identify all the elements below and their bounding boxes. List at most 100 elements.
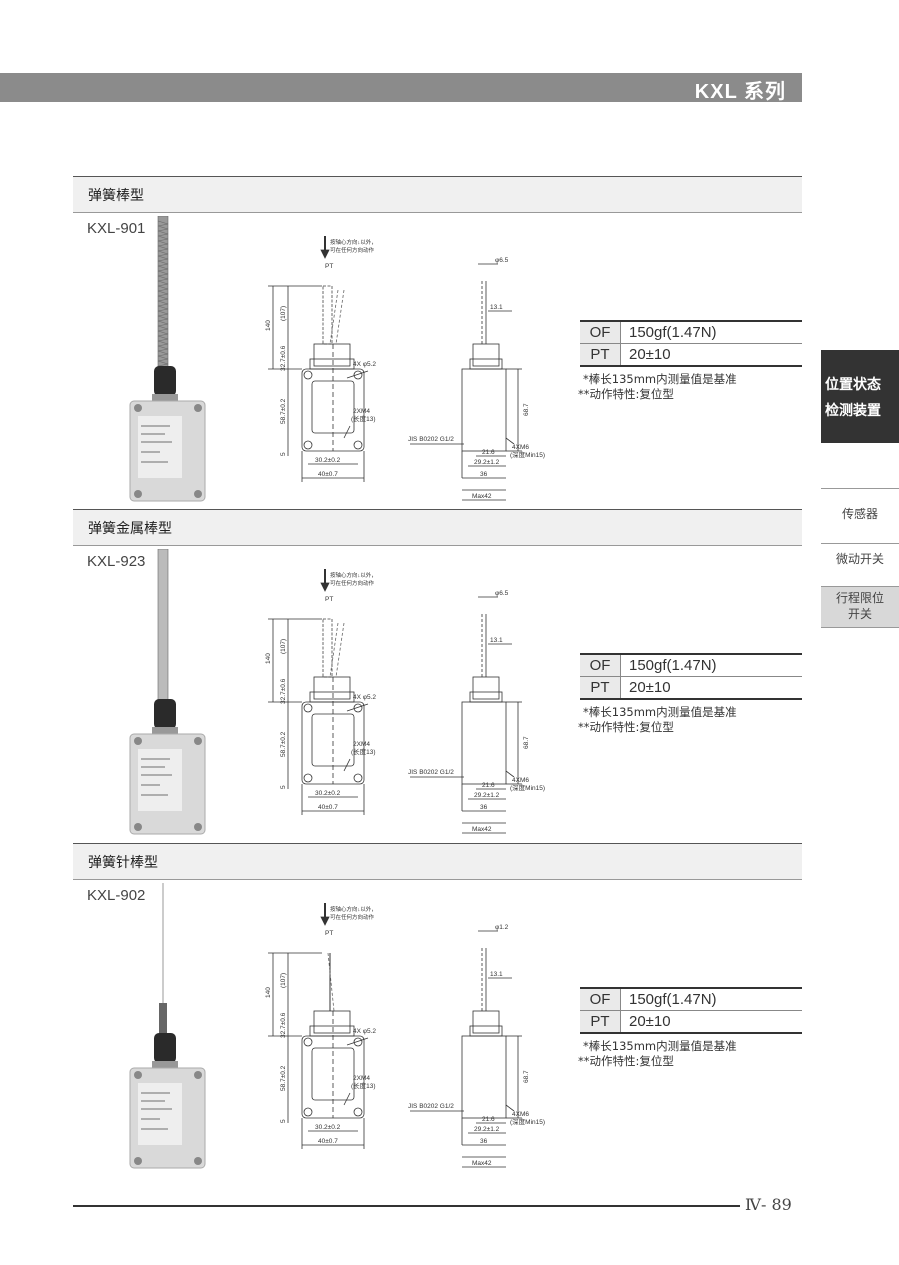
product-photo-wrapper — [110, 883, 220, 1177]
note-line: 按轴心方向↓以外， — [330, 905, 377, 913]
dimension-label: 5 — [280, 452, 287, 456]
dimension-label: 36 — [480, 804, 488, 811]
dimension-label: 30.2±0.2 — [315, 1124, 341, 1131]
note-line: 按轴心方向↓以外， — [330, 238, 377, 246]
spec-key: OF — [580, 988, 621, 1011]
dimension-label: JIS B0202 G1/2 — [408, 769, 454, 776]
dimension-drawing: 按轴心方向↓以外， 可在任何方向动作 PT 140 (107) 32.7±0.6… — [265, 903, 545, 1168]
section-header: 弹簧针棒型 — [73, 843, 802, 880]
side-tab-position-detection[interactable]: 位置状态 检测装置 — [821, 350, 899, 443]
actuator-cap — [154, 366, 176, 396]
note-line: 可在任何方向动作 — [330, 246, 375, 254]
dimension-label: 4XM6 — [512, 1111, 529, 1118]
side-tab-label: 行程限位开关 — [835, 591, 884, 621]
dimension-label: Max42 — [472, 1160, 492, 1167]
spec-value: 20±10 — [629, 679, 671, 696]
side-tab-micro-switch[interactable]: 微动开关 — [835, 552, 884, 566]
spec-notes: *棒长135mm内测量值是基准 **动作特性:复位型 — [578, 372, 737, 402]
dimension-label: (长度13) — [351, 1081, 376, 1090]
spec-value: 20±10 — [629, 346, 671, 363]
product-photo-wrapper — [110, 548, 220, 843]
actuator-rod — [157, 548, 169, 705]
dimension-drawing: 按轴心方向↓以外， 可在任何方向动作 PT 140 (107) 32.7±0.6… — [265, 569, 545, 834]
section-header: 弹簧棒型 — [73, 176, 802, 213]
dimension-label: Max42 — [472, 826, 492, 833]
dimension-label: (深度Min15) — [510, 783, 545, 792]
spec-key: OF — [580, 654, 621, 677]
dimension-labels: 按轴心方向↓以外， 可在任何方向动作 PT 140 (107) 32.7±0.6… — [265, 238, 545, 500]
dimension-label: PT — [325, 596, 333, 603]
side-view — [410, 596, 522, 834]
dimension-label: 40±0.7 — [318, 804, 338, 811]
actuation-note: 按轴心方向↓以外， 可在任何方向动作 — [330, 238, 377, 254]
actuator-rod — [159, 883, 167, 1038]
dimension-label: 68.7 — [523, 736, 530, 749]
dimension-label: 13.1 — [490, 971, 503, 978]
dimension-label: (长度13) — [351, 747, 376, 756]
product-photo — [129, 548, 206, 835]
dimension-label: 32.7±0.6 — [280, 678, 287, 704]
spec-value: 20±10 — [629, 1013, 671, 1030]
dimension-label: 140 — [265, 653, 272, 664]
product-section: 弹簧棒型 KXL-901 按轴心方向↓以外， — [0, 176, 899, 509]
dimension-label: 21.6 — [482, 1116, 495, 1123]
model-name: KXL-902 — [87, 887, 146, 904]
dimension-label: 40±0.7 — [318, 1138, 338, 1145]
drawing-wrapper: 按轴心方向↓以外， 可在任何方向动作 PT 140 (107) 32.7±0.6… — [250, 549, 550, 843]
spec-key: PT — [580, 1010, 621, 1033]
note-line: 按轴心方向↓以外， — [330, 571, 377, 579]
dimension-label: (长度13) — [351, 414, 376, 423]
spec-row: PT 20±10 — [580, 1010, 802, 1033]
product-section: 弹簧针棒型 KXL-902 按轴心方向↓以外 — [0, 843, 899, 1176]
dimension-label: 40±0.7 — [318, 471, 338, 478]
dimension-labels: 按轴心方向↓以外， 可在任何方向动作 PT 140 (107) 32.7±0.6… — [265, 905, 545, 1167]
dimension-label: Max42 — [472, 493, 492, 500]
dimension-label: 5 — [280, 785, 287, 789]
dimension-label: (深度Min15) — [510, 1117, 545, 1126]
dimension-label: 4X φ5.2 — [353, 694, 376, 701]
dimension-label: PT — [325, 263, 333, 270]
note: *棒长135mm内测量值是基准 — [583, 372, 737, 386]
rod-diameter-label: φ6.5 — [495, 590, 509, 597]
note-line: 可在任何方向动作 — [330, 579, 375, 587]
dimension-label: (107) — [280, 639, 287, 654]
page-number: Ⅳ- 89 — [745, 1195, 792, 1214]
dimension-label: 68.7 — [523, 403, 530, 416]
dimension-label: 29.2±1.2 — [474, 792, 500, 799]
dimension-label: 29.2±1.2 — [474, 459, 500, 466]
side-tab-limit-switch[interactable]: 行程限位开关 — [821, 586, 899, 628]
dimension-label: (107) — [280, 306, 287, 321]
side-tab-sensor[interactable]: 传感器 — [821, 488, 899, 544]
dimension-label: 13.1 — [490, 637, 503, 644]
note: **动作特性:复位型 — [578, 1054, 674, 1068]
spec-key: PT — [580, 676, 621, 699]
front-view — [268, 236, 369, 482]
dimension-label: 30.2±0.2 — [315, 790, 341, 797]
rod-diameter-label: φ1.2 — [495, 924, 509, 931]
dimension-label: 5 — [280, 1119, 287, 1123]
dimension-label: (107) — [280, 973, 287, 988]
note: *棒长135mm内测量值是基准 — [583, 705, 737, 719]
dimension-label: 4X φ5.2 — [353, 1028, 376, 1035]
front-view — [268, 903, 369, 1149]
dimension-label: 4XM6 — [512, 777, 529, 784]
actuator-cap — [154, 699, 176, 729]
note: **动作特性:复位型 — [578, 720, 674, 734]
note-line: 可在任何方向动作 — [330, 913, 375, 921]
drawing-wrapper: 按轴心方向↓以外， 可在任何方向动作 PT 140 (107) 32.7±0.6… — [250, 883, 550, 1177]
spec-value: 150gf(1.47N) — [620, 988, 802, 1011]
note: *棒长135mm内测量值是基准 — [583, 1039, 737, 1053]
spec-value: 150gf(1.47N) — [620, 321, 802, 344]
actuator-cap — [154, 1033, 176, 1063]
dimension-label: 21.6 — [482, 449, 495, 456]
spec-notes: *棒长135mm内测量值是基准 **动作特性:复位型 — [578, 1039, 737, 1069]
dimension-label: 140 — [265, 987, 272, 998]
product-photo-wrapper — [110, 215, 220, 510]
note: **动作特性:复位型 — [578, 387, 674, 401]
dimension-label: 140 — [265, 320, 272, 331]
